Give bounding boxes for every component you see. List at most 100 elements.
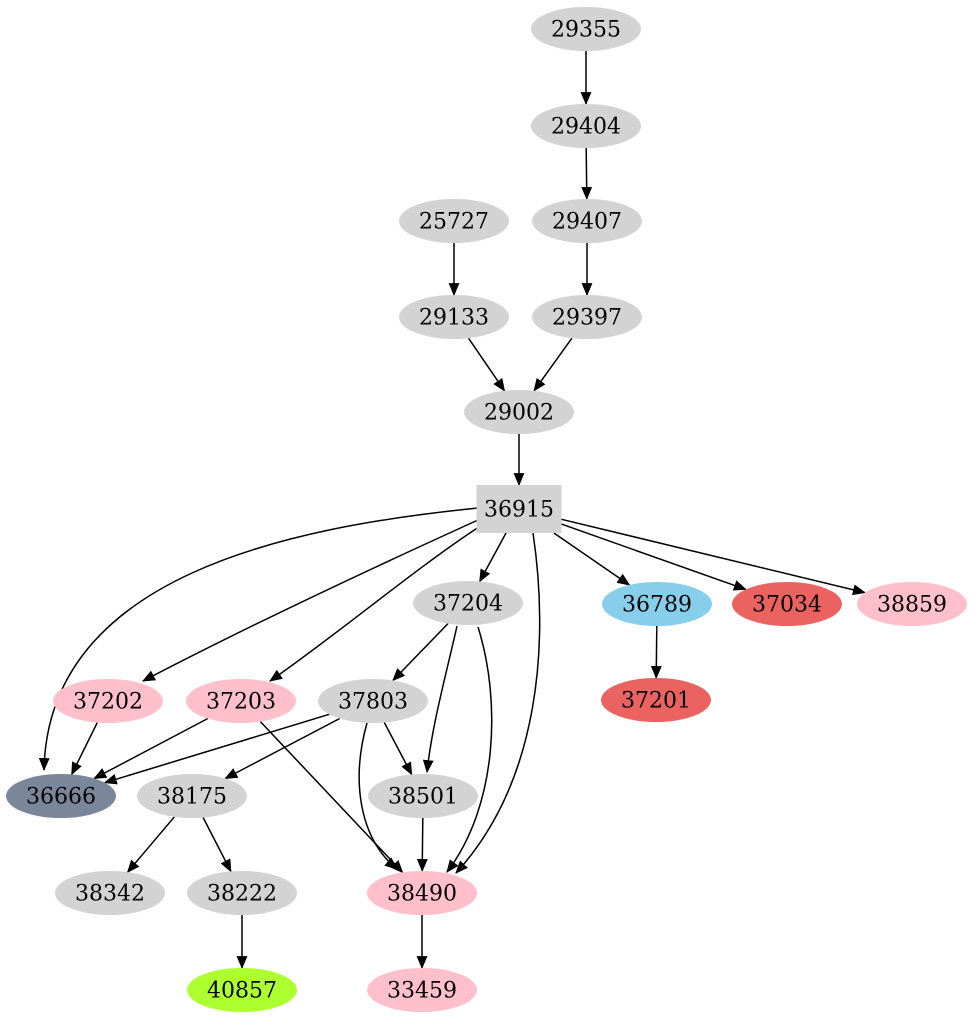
graph-node-37803: 37803: [318, 679, 428, 723]
graph-node-37204: 37204: [413, 581, 523, 625]
node-ellipse-29133: [399, 295, 509, 339]
node-ellipse-37203: [186, 679, 296, 723]
edge-36789-37201: [650, 625, 662, 680]
node-ellipse-29404: [531, 104, 641, 148]
graph-node-29355: 29355: [531, 7, 641, 51]
edge-36915-38859: [561, 518, 866, 596]
node-ellipse-40857: [187, 968, 297, 1012]
edge-37803-38490: [358, 722, 398, 870]
graph-node-38501: 38501: [368, 774, 478, 818]
node-label-29397: 29397: [552, 306, 622, 331]
node-label-38501: 38501: [388, 785, 458, 810]
edge-38175-38222: [202, 817, 232, 873]
edge-37803-38501: [383, 722, 413, 776]
graph-node-38342: 38342: [55, 871, 165, 915]
node-label-29355: 29355: [551, 18, 621, 43]
node-ellipse-38501: [368, 774, 478, 818]
edge-37803-36666: [103, 713, 330, 785]
edges-layer: [38, 51, 866, 970]
edge-37204-38501: [422, 625, 458, 774]
edge-38501-38490: [416, 817, 428, 873]
edge-36915-37204: [479, 532, 507, 583]
graph-node-37202: 37202: [53, 679, 163, 723]
node-label-37201: 37201: [621, 689, 691, 714]
graph-node-40857: 40857: [187, 968, 297, 1012]
node-label-38490: 38490: [387, 882, 457, 907]
node-ellipse-37201: [601, 678, 711, 722]
node-ellipse-29355: [531, 7, 641, 51]
graph-node-37201: 37201: [601, 678, 711, 722]
graph-node-29407: 29407: [532, 199, 642, 243]
node-label-36666: 36666: [26, 785, 96, 810]
graph-node-38222: 38222: [187, 871, 297, 915]
node-ellipse-38222: [187, 871, 297, 915]
edge-37803-38175: [224, 717, 341, 780]
node-label-37203: 37203: [206, 690, 276, 715]
graph-node-38175: 38175: [137, 774, 247, 818]
node-label-36915: 36915: [484, 498, 554, 523]
node-ellipse-37034: [732, 582, 842, 626]
graph-node-37203: 37203: [186, 679, 296, 723]
node-label-36789: 36789: [622, 593, 692, 618]
graph-node-29133: 29133: [399, 295, 509, 339]
edge-37202-36666: [71, 722, 98, 776]
graph-node-25727: 25727: [399, 199, 509, 243]
graph-node-36666: 36666: [6, 774, 116, 818]
graph-node-29002: 29002: [464, 390, 574, 434]
node-label-33459: 33459: [387, 979, 457, 1004]
node-label-37034: 37034: [752, 593, 822, 618]
graph-node-33459: 33459: [367, 968, 477, 1012]
node-ellipse-37202: [53, 679, 163, 723]
node-ellipse-36666: [6, 774, 116, 818]
edge-36915-36666: [38, 507, 479, 772]
edge-37203-38490: [259, 721, 404, 874]
node-ellipse-25727: [399, 199, 509, 243]
edge-37203-36666: [93, 717, 209, 780]
node-ellipse-29407: [532, 199, 642, 243]
graph-node-29404: 29404: [531, 104, 641, 148]
nodes-layer: 29355 29404 29407 25727 29133 29397 29002 36915…: [6, 7, 967, 1012]
node-ellipse-37204: [413, 581, 523, 625]
node-label-29133: 29133: [419, 306, 489, 331]
edge-36915-37203: [269, 526, 480, 682]
graph-node-36915: 36915: [476, 485, 562, 533]
node-ellipse-37803: [318, 679, 428, 723]
graph-node-37034: 37034: [732, 582, 842, 626]
edge-29133-29002: [467, 337, 506, 392]
node-label-40857: 40857: [207, 979, 277, 1004]
edge-37204-38490: [446, 626, 493, 873]
node-ellipse-38859: [857, 582, 967, 626]
edge-38175-38342: [126, 816, 175, 874]
graph-node-38490: 38490: [367, 871, 477, 915]
node-label-38342: 38342: [75, 882, 145, 907]
node-label-38859: 38859: [877, 593, 947, 618]
node-ellipse-29002: [464, 390, 574, 434]
node-ellipse-36789: [602, 582, 712, 626]
node-label-29002: 29002: [484, 401, 554, 426]
node-label-38175: 38175: [157, 785, 227, 810]
graph-node-38859: 38859: [857, 582, 967, 626]
edge-36915-38490: [455, 532, 541, 874]
node-ellipse-38342: [55, 871, 165, 915]
node-box-36915: [476, 485, 562, 533]
node-label-37204: 37204: [433, 592, 503, 617]
node-label-29404: 29404: [551, 115, 621, 140]
node-label-37202: 37202: [73, 690, 143, 715]
graph-node-29397: 29397: [532, 295, 642, 339]
node-label-37803: 37803: [338, 690, 408, 715]
node-label-29407: 29407: [552, 210, 622, 235]
node-label-38222: 38222: [207, 882, 277, 907]
node-ellipse-29397: [532, 295, 642, 339]
edge-29404-29407: [581, 147, 593, 201]
edge-37204-37803: [392, 622, 449, 682]
node-label-25727: 25727: [419, 210, 489, 235]
edge-36915-36789: [553, 532, 631, 586]
edge-36915-37034: [561, 523, 747, 591]
edge-29397-29002: [533, 337, 573, 392]
node-ellipse-38490: [367, 871, 477, 915]
node-ellipse-38175: [137, 774, 247, 818]
node-ellipse-33459: [367, 968, 477, 1012]
graph-node-36789: 36789: [602, 582, 712, 626]
